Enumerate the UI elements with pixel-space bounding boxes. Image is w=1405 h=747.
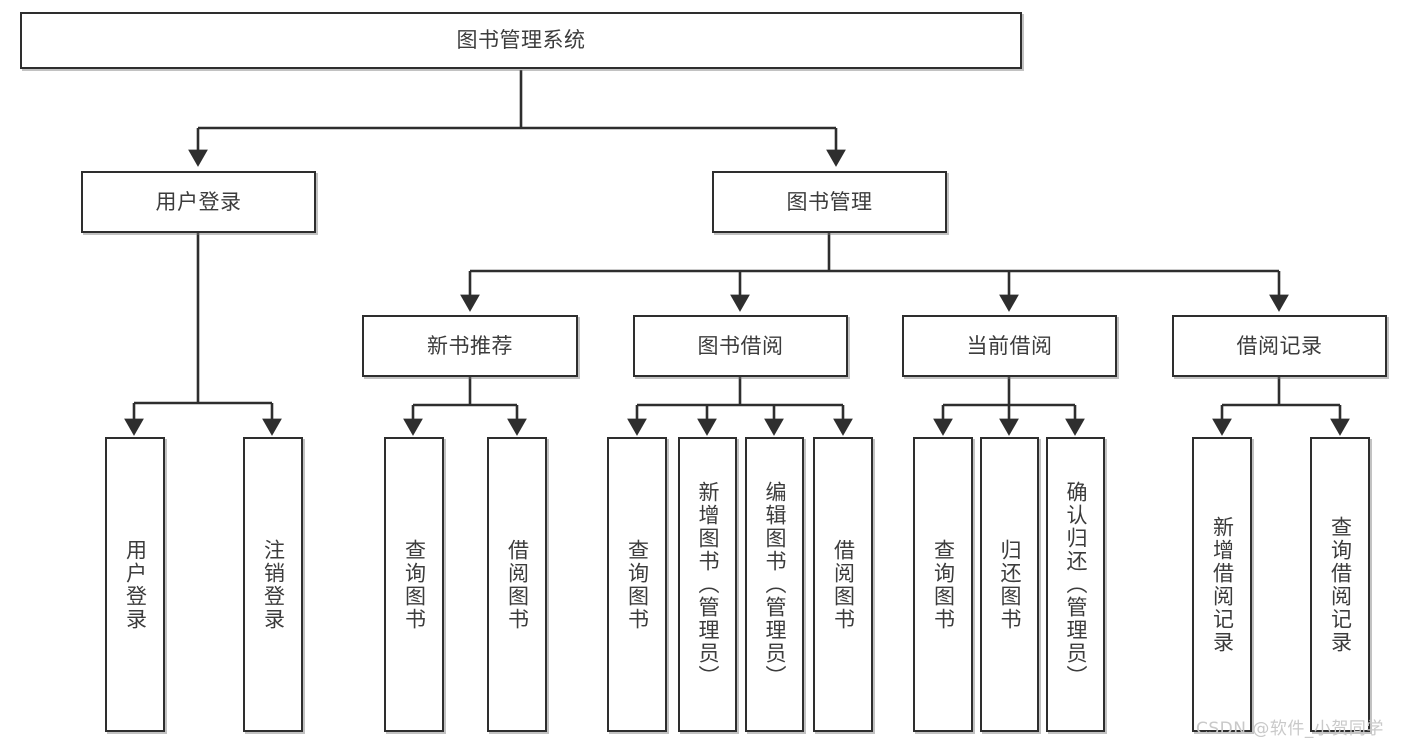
leaf-borrow-edit-book-admin[interactable]: 编辑图书（管理员） [745,437,804,732]
node-book-management[interactable]: 图书管理 [712,171,947,233]
node-label: 图书管理 [786,189,873,214]
node-label: 查询借阅记录 [1328,515,1353,654]
node-label: 用户登录 [123,538,148,631]
node-label: 归还图书 [998,538,1022,631]
node-label: 注销登录 [261,538,286,631]
leaf-record-query-record[interactable]: 查询借阅记录 [1310,437,1370,732]
node-label: 借阅图书 [831,538,856,631]
node-label: 查询图书 [625,538,650,631]
node-label: 编辑图书（管理员） [763,481,787,688]
node-label: 查询图书 [931,538,956,631]
leaf-current-return-book[interactable]: 归还图书 [980,437,1039,732]
node-label: 用户登录 [155,189,242,214]
leaf-record-add-record[interactable]: 新增借阅记录 [1192,437,1252,732]
leaf-user-login-logout[interactable]: 注销登录 [243,437,303,732]
node-label: 借阅图书 [505,538,530,631]
leaf-current-confirm-return-admin[interactable]: 确认归还（管理员） [1046,437,1105,732]
leaf-current-query-book[interactable]: 查询图书 [913,437,973,732]
leaf-borrow-add-book-admin[interactable]: 新增图书（管理员） [678,437,737,732]
node-label: 新书推荐 [427,333,513,358]
node-label: 新增借阅记录 [1210,515,1235,654]
node-label: 借阅记录 [1236,333,1323,358]
node-book-borrow[interactable]: 图书借阅 [633,315,848,377]
node-borrow-record[interactable]: 借阅记录 [1172,315,1387,377]
leaf-user-login-login[interactable]: 用户登录 [105,437,165,732]
node-root-system[interactable]: 图书管理系统 [20,12,1022,69]
node-label: 确认归还（管理员） [1064,481,1088,688]
node-label: 当前借阅 [966,333,1053,358]
node-label: 图书管理系统 [456,28,586,53]
leaf-borrow-query-book[interactable]: 查询图书 [607,437,667,732]
node-label: 图书借阅 [697,333,784,358]
node-label: 新增图书（管理员） [696,481,720,688]
leaf-recommend-query-book[interactable]: 查询图书 [384,437,444,732]
node-user-login[interactable]: 用户登录 [81,171,316,233]
node-current-borrow[interactable]: 当前借阅 [902,315,1117,377]
node-new-book-recommend[interactable]: 新书推荐 [362,315,578,377]
leaf-borrow-borrow-book[interactable]: 借阅图书 [813,437,873,732]
node-label: 查询图书 [402,538,427,631]
leaf-recommend-borrow-book[interactable]: 借阅图书 [487,437,547,732]
